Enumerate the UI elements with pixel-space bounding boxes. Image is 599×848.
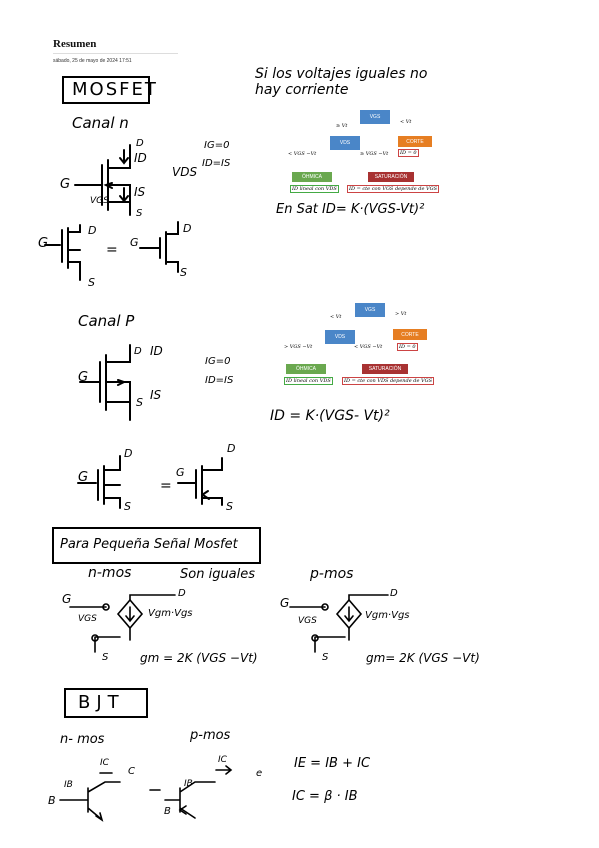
flow-n-corte-node: CORTE — [398, 136, 432, 147]
ss-iguales: Son iguales — [180, 567, 256, 582]
flow-p-vgs-node: VGS — [355, 303, 385, 317]
ss-p-g: G — [280, 596, 290, 610]
flow-n-id0: ID = 0 — [398, 149, 419, 157]
n-s2-label: S — [88, 276, 95, 289]
flow-p-lin: ID lineal con VDS — [284, 377, 333, 385]
p-d3-label: D — [227, 442, 236, 455]
bjt-ie-eq: IE = IB + IC — [294, 756, 371, 771]
flow-n-ge-vt: ≥ Vt — [336, 123, 348, 129]
bjt-heading-box: BJT — [64, 688, 148, 718]
ss-n-src: Vgm·Vgs — [148, 608, 193, 619]
ss-pmos: p-mos — [310, 566, 354, 582]
flow-p-lt-vt: < Vt — [330, 314, 342, 320]
bjt-p-ic: IC — [218, 755, 227, 765]
ss-n-s: S — [102, 652, 109, 663]
p-ig0: IG=0 — [205, 356, 231, 367]
p-idis: ID=IS — [205, 375, 234, 386]
ss-p-d: D — [390, 588, 398, 599]
small-signal-heading-box: Para Pequeña Señal Mosfet — [52, 527, 261, 564]
small-signal-heading: Para Pequeña Señal Mosfet — [60, 537, 238, 552]
flow-n-vgs-node: VGS — [360, 110, 390, 124]
mosfet-note: Si los voltajes iguales no hay corriente — [255, 66, 428, 98]
p-d-label: D — [134, 346, 142, 357]
flow-n-sat-node: SATURACIÓN — [368, 172, 414, 182]
n-sat-formula: En Sat ID= K·(VGS-Vt)² — [276, 202, 425, 217]
flow-n-ge-vgs: ≥ VGS −Vt — [360, 151, 389, 157]
n-equals: = — [106, 242, 118, 258]
n-idis: ID=IS — [202, 158, 231, 169]
n-vgs-label: VGS — [90, 196, 109, 206]
ss-n-gm: gm = 2K (VGS −Vt) — [140, 651, 258, 665]
ss-n-vgs: VGS — [78, 614, 97, 624]
bjt-p-e: e — [256, 768, 263, 779]
bjt-n-ib: IB — [64, 780, 73, 790]
ss-n-d: D — [178, 588, 186, 599]
flow-p-cte: ID = cte con VDS depende de VGS — [342, 377, 435, 385]
n-d-label: D — [136, 138, 144, 149]
title-divider — [53, 53, 178, 54]
p-g-label: G — [78, 370, 89, 385]
n-g3-label: G — [130, 236, 139, 249]
flow-p-gt-vgs: > VGS −Vt — [284, 344, 313, 350]
p-s2-label: S — [124, 500, 131, 513]
flow-n-lt-vt: < Vt — [400, 119, 412, 125]
bjt-n-b: B — [48, 794, 56, 807]
ss-p-src: Vgm·Vgs — [365, 610, 410, 621]
p-equals: = — [160, 478, 172, 494]
flow-n-lin: ID lineal con VDS — [290, 185, 339, 193]
flow-p-lt-vgs: < VGS −Vt — [354, 344, 383, 350]
bjt-n-c: C — [128, 766, 135, 777]
p-g2-label: G — [78, 470, 89, 485]
bjt-nmos: n- mos — [60, 732, 105, 747]
ss-p-s: S — [322, 652, 329, 663]
n-s3-label: S — [180, 266, 187, 279]
flow-n-vds-node: VDS — [330, 136, 360, 150]
n-is-label: IS — [134, 185, 146, 199]
flow-n-ohmica-node: ÓHMICA — [292, 172, 332, 182]
bjt-p-b: B — [164, 806, 171, 817]
flow-p-vds-node: VDS — [325, 330, 355, 344]
ss-nmos: n-mos — [88, 565, 132, 581]
mosfet-heading-box: MOSFET — [62, 76, 156, 104]
p-id-label: ID — [150, 344, 163, 358]
bjt-n-ic: IC — [100, 758, 109, 768]
canal-n-label: Canal n — [72, 114, 129, 132]
p-s3-label: S — [226, 500, 233, 513]
p-s-label: S — [136, 396, 143, 409]
page-title: Resumen — [53, 38, 97, 50]
flow-n-cte: ID = cte con VGS depende de VGS — [347, 185, 440, 193]
ss-p-gm: gm= 2K (VGS −Vt) — [366, 651, 480, 665]
p-d2-label: D — [124, 447, 133, 460]
n-d2-label: D — [88, 224, 97, 237]
n-s-label: S — [136, 208, 143, 219]
bjt-pmos: p-mos — [190, 728, 231, 743]
flow-p-sat-node: SATURACIÓN — [362, 364, 408, 374]
bjt-p-ib: IB — [184, 779, 193, 789]
flow-n-lt-vgs: < VGS −Vt — [288, 151, 317, 157]
n-g-label: G — [60, 177, 71, 192]
n-vds-label: VDS — [172, 165, 198, 179]
p-g3-label: G — [176, 466, 185, 479]
n-d3-label: D — [183, 222, 192, 235]
ss-p-vgs: VGS — [298, 616, 317, 626]
canal-p-label: Canal P — [78, 312, 135, 330]
bjt-ic-eq: IC = β · IB — [292, 789, 358, 804]
n-id-label: ID — [134, 151, 147, 165]
flow-p-id0: ID = 0 — [397, 343, 418, 351]
p-formula: ID = K·(VGS- Vt)² — [270, 408, 390, 424]
p-is-label: IS — [150, 388, 162, 402]
n-g2-label: G — [38, 236, 49, 251]
n-ig0: IG=0 — [204, 140, 230, 151]
flow-p-gt-vt: > Vt — [395, 311, 407, 317]
page-date: sábado, 25 de mayo de 2024 17:51 — [53, 58, 132, 64]
flow-p-ohmica-node: ÓHMICA — [286, 364, 326, 374]
mosfet-heading: MOSFET — [72, 79, 158, 100]
flow-p-corte-node: CORTE — [393, 329, 427, 340]
ss-n-g: G — [62, 592, 72, 606]
bjt-heading: BJT — [78, 692, 125, 713]
